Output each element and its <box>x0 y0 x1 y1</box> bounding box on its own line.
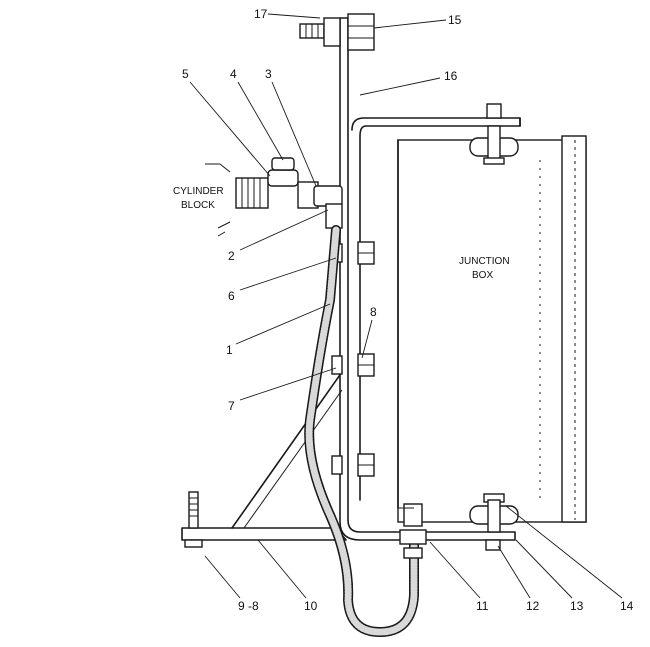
callout-9-8: 9 -8 <box>238 599 259 613</box>
callout-17: 17 <box>254 7 268 21</box>
part-labels: CYLINDER BLOCK JUNCTION BOX <box>173 186 510 281</box>
callout-2: 2 <box>228 249 235 263</box>
bracket-bolts <box>331 241 375 477</box>
cylinder-fitting-assembly <box>205 157 343 237</box>
callout-14: 14 <box>620 599 634 613</box>
junction-box-label-line1: JUNCTION <box>459 256 510 267</box>
junction-box-label-line2: BOX <box>472 270 493 281</box>
support-plate <box>181 371 347 541</box>
junction-box <box>397 135 587 523</box>
callout-12: 12 <box>526 599 540 613</box>
hose-1 <box>304 225 419 638</box>
top-isolator-mount <box>469 103 519 165</box>
callout-numbers: 5 4 3 2 6 1 8 7 9 -8 10 11 12 13 14 15 1… <box>182 7 634 613</box>
callout-15: 15 <box>448 13 462 27</box>
mounting-bracket <box>339 17 521 541</box>
cylinder-block-label-line2: BLOCK <box>181 200 215 211</box>
callout-10: 10 <box>304 599 318 613</box>
callout-4: 4 <box>230 67 237 81</box>
callout-13: 13 <box>570 599 584 613</box>
callout-1: 1 <box>226 343 233 357</box>
top-bolt-assembly <box>299 13 375 51</box>
callout-11: 11 <box>476 599 489 613</box>
callout-3: 3 <box>265 67 272 81</box>
callout-7: 7 <box>228 399 235 413</box>
callout-5: 5 <box>182 67 189 81</box>
callout-8: 8 <box>370 305 377 319</box>
stud-bolt-9 <box>184 491 203 548</box>
callout-16: 16 <box>444 69 458 83</box>
cylinder-block-label-line1: CYLINDER <box>173 186 224 197</box>
leader-lines <box>189 13 623 599</box>
callout-6: 6 <box>228 289 235 303</box>
elbow-fitting-11 <box>397 440 427 559</box>
